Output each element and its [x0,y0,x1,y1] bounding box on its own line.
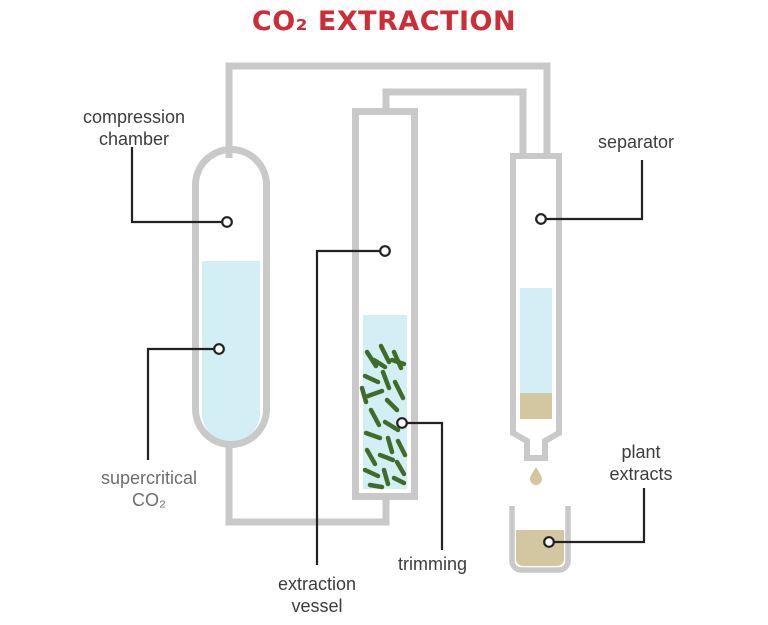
trimming-piece [392,379,406,401]
label-supercritical-co2-line1: supercritical [100,468,198,488]
connector-dots [213,213,555,548]
beaker-body [509,506,571,573]
extraction-vessel-liquid [363,315,407,489]
label-plant-extracts-line2: extracts [609,464,673,484]
pipe-chamber-to-separator [225,62,551,158]
leader-lines [130,147,646,565]
trimming-piece [367,482,385,490]
leader-plant-extracts [554,488,646,544]
trimming-piece [364,447,378,467]
leader-compression-chamber [130,147,222,224]
trimming-piece [394,459,407,477]
piping [225,62,551,526]
dot-supercritical-co2 [213,343,225,355]
leader-trimming [407,421,444,550]
compression-chamber-liquid [202,261,260,442]
label-extraction-vessel-line1: extraction [277,574,357,594]
trimming-material [359,343,408,490]
pipe-vessel-to-separator [382,88,527,156]
dot-separator [535,213,547,225]
dot-trimming [396,417,408,429]
trimming-piece [362,467,381,479]
trimming-piece [362,373,381,385]
trimming-piece [371,357,388,370]
trimming-piece [382,419,401,433]
label-compression-chamber: compression chamber [70,106,198,150]
leader-separator [546,160,644,221]
label-plant-extracts-line1: plant [621,442,661,462]
label-compression-chamber-line2: chamber [98,129,170,149]
diagram-title: CO₂ EXTRACTION [251,6,517,37]
trimming-piece [365,388,385,399]
trimming-piece [389,357,407,367]
label-supercritical-co2-line2: CO₂ [132,490,166,510]
separator-body [510,153,562,461]
separator-icon [510,153,562,461]
trimming-piece [368,407,382,428]
label-trimming: trimming [398,554,468,574]
trimming-piece [395,438,408,458]
pipe-chamber-to-vessel-bottom [225,442,390,526]
trimming-piece [384,397,400,413]
dot-plant-extracts [543,536,555,548]
trimming-piece [377,452,396,463]
label-extraction-vessel: extraction vessel [262,573,372,617]
separator-extract [520,393,552,419]
label-supercritical-co2: supercritical CO₂ [84,467,214,511]
dot-compression-chamber [221,216,233,228]
leader-supercritical-co2 [146,347,214,460]
compression-chamber-vessel-icon [192,146,270,448]
collection-beaker-icon [509,506,571,573]
compression-chamber-body [192,146,270,448]
beaker-extract [516,530,564,566]
label-extraction-vessel-line2: vessel [291,596,343,616]
extraction-vessel-body [352,108,418,500]
label-plant-extracts: plant extracts [596,441,686,485]
trimming-piece [378,343,392,365]
trimming-piece [359,385,369,405]
separator-liquid [520,288,552,393]
trimming-piece [363,430,383,441]
trimming-piece [380,369,392,391]
trimming-piece [385,435,395,455]
label-separator: separator [598,132,675,152]
extraction-vessel-icon [352,108,418,500]
dot-extraction-vessel [379,245,391,257]
label-compression-chamber-line1: compression [82,107,186,127]
leader-extraction-vessel [315,249,380,565]
trimming-piece [364,349,379,369]
trimming-piece [391,475,407,486]
co2-drop-icon [530,467,542,485]
trimming-piece [381,467,391,487]
